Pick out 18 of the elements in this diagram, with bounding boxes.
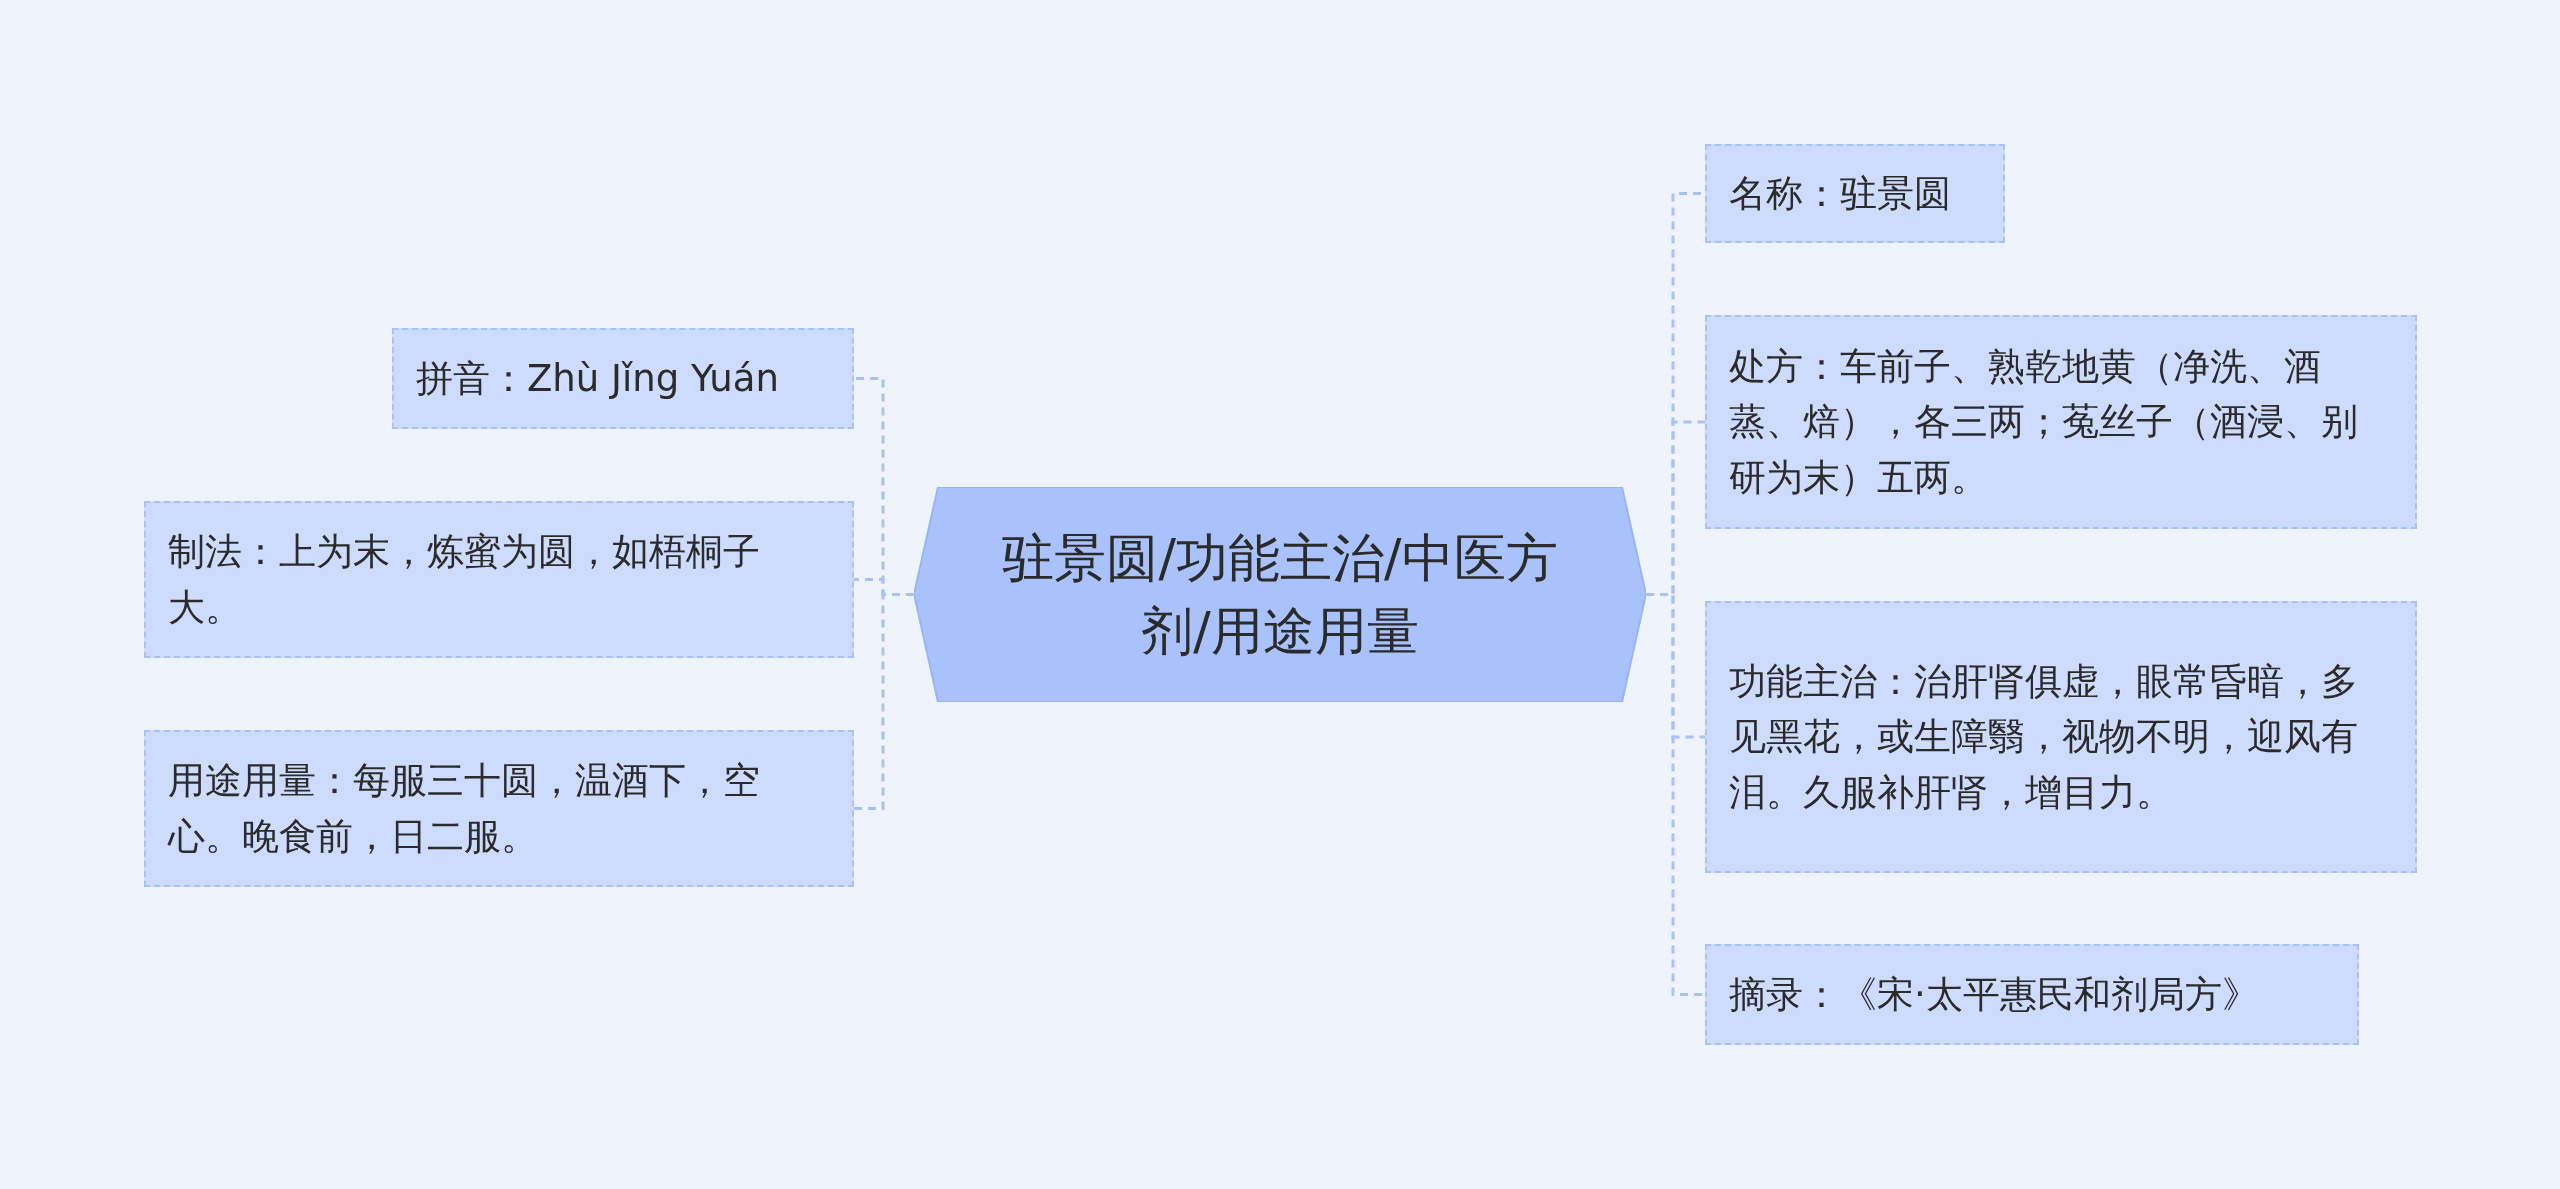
topic-text: 摘录：《宋·太平惠民和剂局方》	[1729, 971, 2259, 1018]
topic-box	[392, 328, 854, 429]
topic-text: 功能主治：治肝肾俱虚，眼常昏暗，多见黑花，或生障翳，视物不明，迎风有泪。久服补肝肾，增目力。	[1729, 658, 2359, 816]
topic-box	[1705, 315, 2417, 529]
connector-line	[1646, 593, 1705, 996]
topic-box	[1705, 144, 2005, 243]
topic-text: 名称：驻景圆	[1729, 170, 1951, 217]
central-topic	[914, 487, 1646, 702]
topic-box	[144, 501, 854, 658]
topic-text: 用途用量：每服三十圆，温酒下，空心。晚食前，日二服。	[168, 758, 761, 860]
topic-text: 拼音：Zhù Jǐng Yuán	[416, 355, 779, 402]
topic-box	[144, 730, 854, 887]
topic-text: 处方：车前子、熟乾地黄（净洗、酒蒸、焙），各三两；菟丝子（酒浸、别研为末）五两。	[1729, 343, 2359, 501]
connector-line	[854, 593, 914, 810]
topic-text: 制法：上为末，炼蜜为圆，如梧桐子大。	[168, 529, 761, 631]
topic-title: 驻景圆/功能主治/中医方剂/用途用量	[1001, 526, 1559, 663]
topic-box	[1705, 601, 2417, 873]
topic-box	[1705, 944, 2359, 1045]
